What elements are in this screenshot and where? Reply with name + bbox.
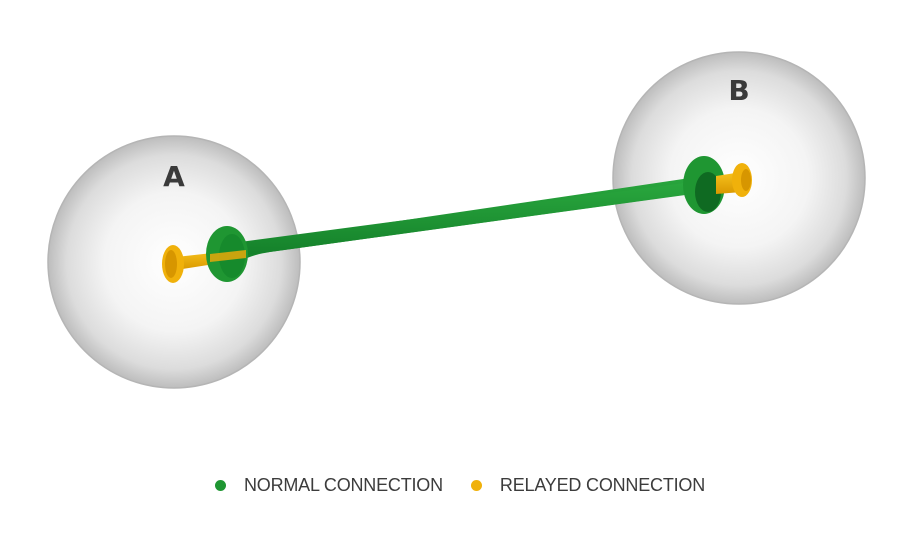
node-b-label: B [728,74,749,107]
node-a-label: A [163,160,185,193]
relayed-connection-b [716,163,752,197]
legend: NORMAL CONNECTION RELAYED CONNECTION [0,472,920,498]
legend-dot-relayed-icon [470,479,482,491]
legend-label-normal: NORMAL CONNECTION [243,474,443,495]
legend-item-normal: NORMAL CONNECTION [214,474,443,496]
legend-dot-normal-icon [214,479,226,491]
relayed-connection-a-inner [210,250,246,262]
legend-label-relayed: RELAYED CONNECTION [499,474,706,495]
normal-connection [206,156,725,282]
legend-item-relayed: RELAYED CONNECTION [470,474,706,496]
